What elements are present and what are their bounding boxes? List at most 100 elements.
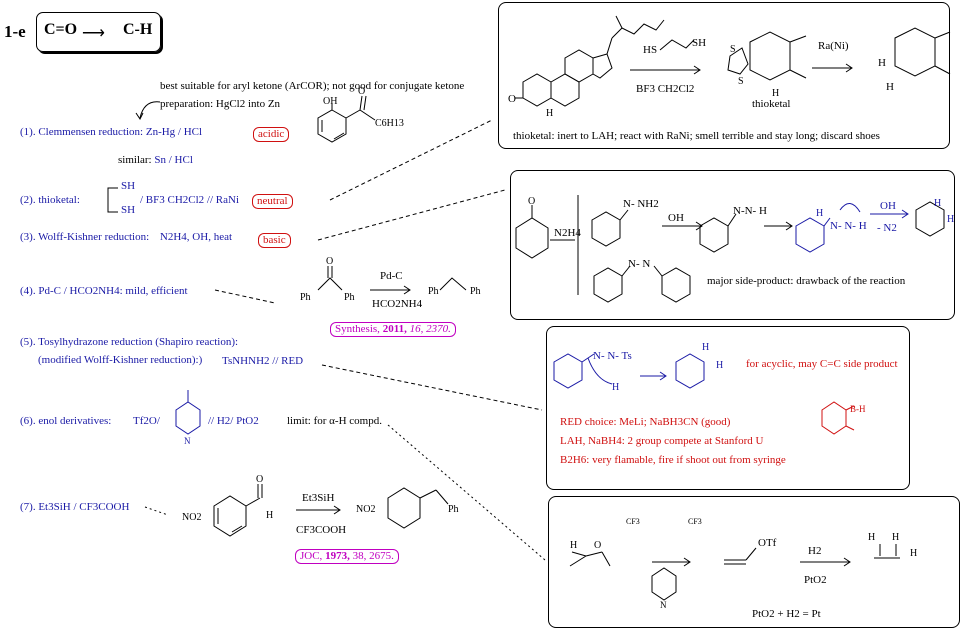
header-box: C=O ⟶ C-H bbox=[36, 12, 161, 52]
silane-o: O bbox=[256, 474, 263, 485]
wolff-o: O bbox=[528, 196, 535, 207]
method-2: (2). thioketal: bbox=[20, 194, 80, 206]
steroid-h: H bbox=[546, 108, 553, 119]
header-product: C-H bbox=[123, 21, 153, 38]
header-arrow: ⟶ bbox=[82, 25, 105, 42]
pdc-ph2: Ph bbox=[344, 292, 355, 303]
thioketal-product-h: H bbox=[772, 88, 779, 99]
wolff-azine: N- N bbox=[628, 258, 651, 270]
method-1-reagent: Zn-Hg / HCl bbox=[145, 126, 203, 138]
pyridine-structure bbox=[175, 390, 201, 435]
method-6: (6). enol derivatives: bbox=[20, 415, 111, 427]
wolff-nnh2b: N- N- H bbox=[830, 220, 867, 232]
enol-structures bbox=[569, 544, 900, 601]
silane-structures bbox=[213, 484, 449, 537]
shapiro-box bbox=[546, 326, 910, 490]
thioketal-note: thioketal: inert to LAH; react with RaNi… bbox=[513, 130, 880, 142]
ref-joc-year: 1973, bbox=[325, 550, 350, 562]
ref-joc-journal: JOC, bbox=[300, 550, 323, 562]
thioketal-s2: S bbox=[738, 76, 744, 87]
method-5-num: (5). bbox=[20, 336, 36, 348]
tag-neutral: neutral bbox=[252, 194, 293, 209]
steroid-o: O bbox=[508, 93, 516, 105]
method-7: (7). Et3SiH / CF3COOH bbox=[20, 501, 129, 513]
shapiro-h1: H bbox=[612, 382, 619, 393]
method-2-sh-top: SH bbox=[121, 180, 136, 192]
wolff-product-h1: H bbox=[934, 198, 941, 209]
connector-pdc bbox=[214, 289, 276, 304]
ref-synthesis-journal: Synthesis, bbox=[335, 323, 380, 335]
silane-h: H bbox=[266, 510, 273, 521]
method-5-reagent: TsNHNH2 // RED bbox=[222, 355, 304, 367]
method-4-reagent: mild, efficient bbox=[125, 285, 188, 297]
shapiro-lah: LAH, NaBH4: 2 group compete at Stanford … bbox=[560, 435, 764, 447]
similar-reagent: Sn / HCl bbox=[154, 154, 193, 166]
clemmensen-prep: preparation: HgCl2 into Zn bbox=[160, 98, 281, 110]
shapiro-acyclic: for acyclic, may C=C side product bbox=[746, 358, 898, 370]
aryl-o: O bbox=[358, 86, 365, 97]
ref-joc-rest: 38, 2675. bbox=[352, 550, 394, 562]
method-6-tf2o: Tf2O/ bbox=[133, 415, 160, 427]
thioketal-reagent-sh: SH bbox=[692, 37, 707, 49]
method-7-name: Et3SiH / CF3COOH bbox=[38, 501, 130, 513]
wolff-minus-n2: - N2 bbox=[877, 222, 897, 234]
enol-h2-right: H bbox=[892, 532, 899, 543]
method-3-num: (3). bbox=[20, 231, 36, 243]
thioketal-ra: Ra(Ni) bbox=[818, 40, 849, 52]
methylene-h2: H bbox=[886, 81, 894, 93]
wolff-oh: OH bbox=[668, 212, 684, 224]
method-3-reagent: N2H4, OH, heat bbox=[159, 231, 233, 243]
shapiro-h3: H bbox=[716, 360, 723, 371]
wolff-nnh2: N- NH2 bbox=[623, 198, 659, 210]
aryl-c6h13: C6H13 bbox=[375, 118, 404, 129]
aryl-ketone-structure bbox=[317, 95, 376, 143]
ref-synthesis: Synthesis, 2011, 16, 2370. bbox=[330, 322, 456, 337]
enol-h1: H bbox=[570, 540, 577, 551]
enol-h3: H bbox=[910, 548, 917, 559]
wolff-side: major side-product: drawback of the reac… bbox=[707, 275, 906, 287]
connector-silane bbox=[144, 506, 169, 516]
enol-n: N bbox=[660, 600, 667, 610]
aryl-oh: OH bbox=[323, 96, 337, 107]
tag-acidic: acidic bbox=[253, 127, 290, 142]
method-6-reagent: // H2/ PtO2 bbox=[208, 415, 259, 427]
shapiro-red: RED choice: MeLi; NaBH3CN (good) bbox=[560, 416, 731, 428]
ref-joc: JOC, 1973, 38, 2675. bbox=[295, 549, 399, 564]
header-label: 1-e bbox=[4, 22, 26, 41]
method-6-name: enol derivatives: bbox=[38, 415, 112, 427]
shapiro-b2h6: B2H6: very flamable, fire if shoot out f… bbox=[560, 454, 786, 466]
catechol-bh: B-H bbox=[850, 404, 866, 414]
enol-eq: PtO2 + H2 = Pt bbox=[752, 608, 821, 620]
thioketal-product bbox=[727, 31, 807, 81]
wolff-n2h4: N2H4 bbox=[554, 227, 581, 239]
ref-synthesis-rest: 16, 2370. bbox=[409, 323, 451, 335]
enol-o1: O bbox=[594, 540, 601, 551]
silane-no2-right: NO2 bbox=[356, 504, 375, 515]
thioketal-bracket bbox=[107, 187, 118, 213]
pdc-bottom: HCO2NH4 bbox=[372, 298, 423, 310]
method-5-name: Tosylhydrazone reduction (Shapiro reacti… bbox=[38, 336, 239, 348]
pdc-ph4: Ph bbox=[470, 286, 481, 297]
method-3-name: Wolff-Kishner reduction: bbox=[38, 231, 150, 243]
thioketal-reagent-bottom: BF3 CH2Cl2 bbox=[636, 83, 695, 95]
method-5: (5). Tosylhydrazone reduction (Shapiro r… bbox=[20, 336, 238, 348]
method-5-sub: (modified Wolff-Kishner reduction):) bbox=[38, 354, 203, 366]
methylene-product bbox=[894, 27, 951, 77]
method-2-sh-bottom: SH bbox=[121, 204, 136, 216]
ref-synthesis-year: 2011, bbox=[382, 323, 407, 335]
method-1-name: Clemmensen reduction: bbox=[38, 126, 144, 138]
connector-shapiro bbox=[321, 364, 543, 411]
connector-wolff bbox=[317, 189, 506, 241]
thioketal-label: thioketal bbox=[752, 98, 791, 110]
enol-h2-left: H bbox=[868, 532, 875, 543]
wolff-blue bbox=[795, 203, 909, 253]
wolff-blue-h: H bbox=[816, 208, 823, 219]
connector-thioketal bbox=[329, 119, 493, 201]
silane-top: Et3SiH bbox=[302, 492, 335, 504]
silane-no2-left: NO2 bbox=[182, 512, 201, 523]
wolff-oh2: OH bbox=[880, 200, 896, 212]
method-4-name: Pd-C / HCO2NH4: bbox=[38, 285, 123, 297]
enol-otf: OTf bbox=[758, 537, 777, 549]
enol-pto2: PtO2 bbox=[804, 574, 827, 586]
